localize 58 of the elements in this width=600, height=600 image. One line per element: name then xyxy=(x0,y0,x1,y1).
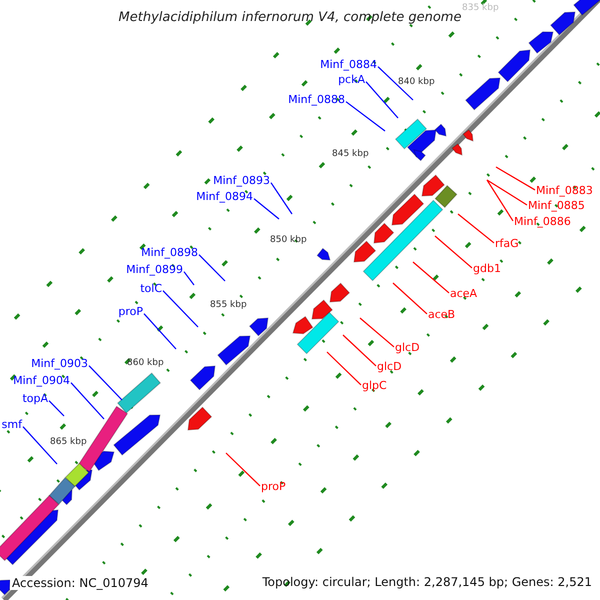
scale-label: 855 kbp xyxy=(210,301,247,310)
leader-line xyxy=(254,198,280,220)
gene-label: aceB xyxy=(428,309,456,320)
leader-line xyxy=(392,282,428,314)
gene-label: glcD xyxy=(395,342,420,353)
leader-line xyxy=(496,166,536,190)
leader-line xyxy=(434,236,472,268)
gene-label: proP xyxy=(118,306,143,317)
leader-line xyxy=(226,452,260,486)
gene-label: gdb1 xyxy=(473,263,501,274)
leader-line xyxy=(184,271,194,286)
gene-label: Minf_0884 xyxy=(320,59,377,70)
gene-label: Minf_0893 xyxy=(213,175,270,186)
gene-label: proP xyxy=(261,481,286,492)
gene-label: Minf_0904 xyxy=(13,375,70,386)
gene-label: Minf_0883 xyxy=(536,185,593,196)
gene-label: Minf_0888 xyxy=(288,94,345,105)
gene-label: Minf_0898 xyxy=(141,247,198,258)
scale-label: 865 kbp xyxy=(50,438,87,447)
leader-line xyxy=(70,382,104,420)
leader-line xyxy=(360,318,394,348)
gene-label: Minf_0894 xyxy=(196,191,253,202)
leader-line xyxy=(198,254,226,282)
gene-label: tolC xyxy=(140,283,162,294)
title: Methylacidiphilum infernorum V4, complete genome xyxy=(118,11,462,24)
leader-line xyxy=(88,365,122,400)
leader-line xyxy=(366,81,398,118)
gene-label: Minf_0899 xyxy=(126,264,183,275)
genome-stats-note: Topology: circular; Length: 2,287,145 bp; Genes: 2,521 xyxy=(262,576,592,588)
gene-label: glpC xyxy=(362,380,387,391)
leader-line xyxy=(486,180,528,206)
scale-label: 835 kbp xyxy=(462,4,499,13)
leader-line xyxy=(270,182,292,214)
scale-label: 845 kbp xyxy=(332,150,369,159)
leader-line xyxy=(144,313,176,350)
scale-label: 850 kbp xyxy=(270,236,307,245)
leader-line xyxy=(486,180,514,222)
leader-line xyxy=(458,214,494,244)
leader-line xyxy=(378,66,414,100)
accession-note: Accession: NC_010794 xyxy=(10,576,150,590)
leader-line xyxy=(412,262,450,294)
leader-line xyxy=(22,426,58,464)
scale-label: 840 kbp xyxy=(398,78,435,87)
gene-label: Minf_0903 xyxy=(31,358,88,369)
scale-label: 860 kbp xyxy=(127,359,164,368)
gene-label: aceA xyxy=(450,288,478,299)
leader-line xyxy=(326,352,362,386)
gene-label: pckA xyxy=(338,74,365,85)
leader-line xyxy=(346,101,386,132)
leader-line xyxy=(48,400,64,416)
gene-label: Minf_0885 xyxy=(528,200,585,211)
gene-label: glcD xyxy=(377,361,402,372)
gene-label: smf xyxy=(2,419,22,430)
gene-label: topA xyxy=(22,393,48,404)
gene-label: Minf_0886 xyxy=(514,216,571,227)
gene-label: rfaG xyxy=(495,238,519,249)
leader-line xyxy=(162,290,198,328)
leader-line xyxy=(342,334,376,366)
